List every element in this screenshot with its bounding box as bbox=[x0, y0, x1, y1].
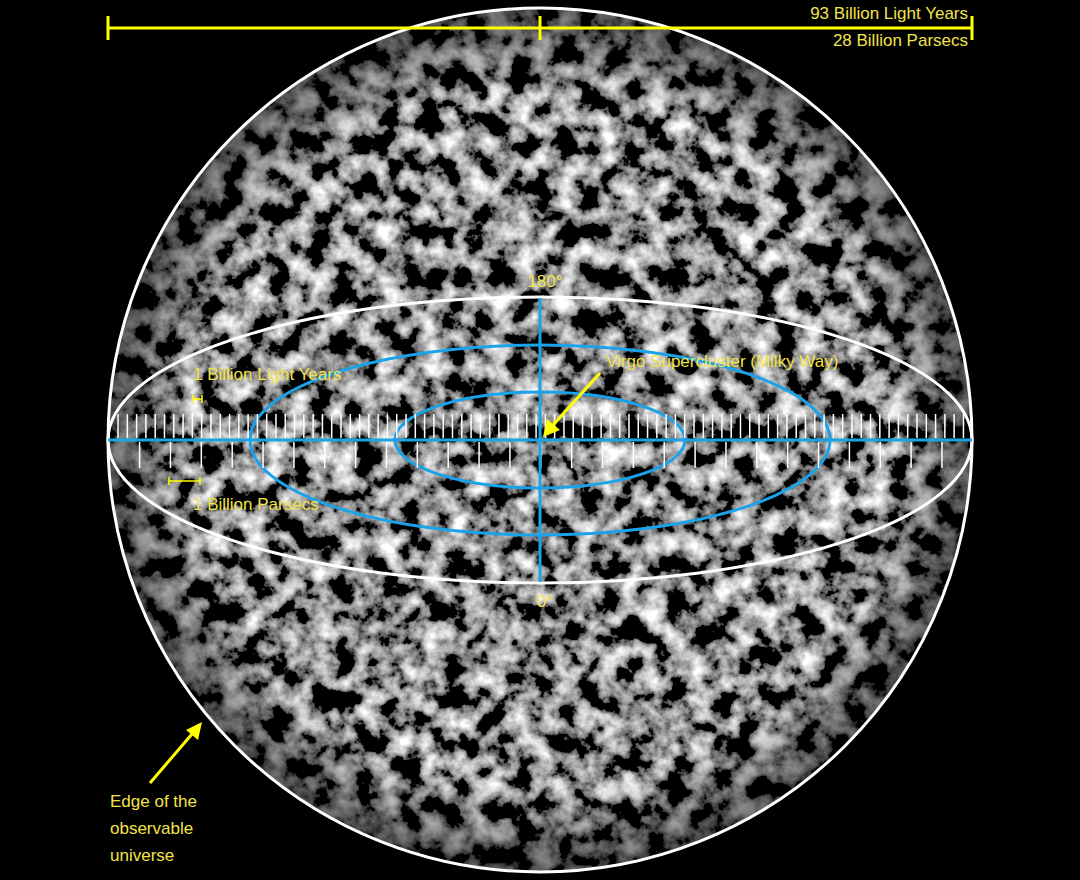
scale-length-ly: 93 Billion Light Years bbox=[808, 3, 970, 24]
callout-label: Edge of the observable universe bbox=[110, 788, 232, 869]
angle-label: 180° bbox=[527, 271, 562, 292]
scale-length-pc: 28 Billion Parsecs bbox=[831, 30, 970, 51]
vertical-axis bbox=[539, 298, 542, 582]
unit-label: 1 Billion Parsecs bbox=[193, 494, 319, 515]
angle-label: 0° bbox=[537, 591, 553, 612]
equator-ellipse bbox=[108, 297, 972, 583]
callout-label: Virgo Supercluster (Milky Way) bbox=[606, 351, 838, 372]
edge-circle bbox=[108, 8, 972, 872]
virgo-arrow bbox=[543, 373, 600, 437]
unit-label: 1 Billion Light Years bbox=[193, 364, 341, 385]
edge-arrow bbox=[150, 722, 202, 783]
unit-bars bbox=[169, 395, 202, 485]
galaxy-field bbox=[108, 8, 972, 872]
